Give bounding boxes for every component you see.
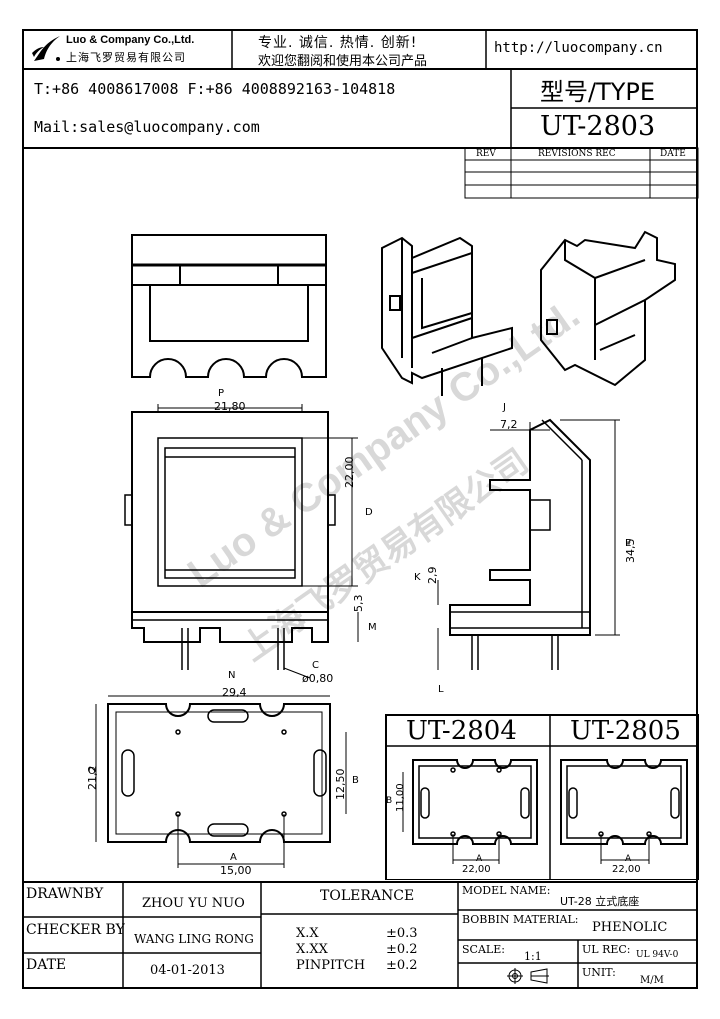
mail[interactable]: Mail:sales@luocompany.com [34,118,260,136]
marker-C: C [312,660,319,671]
bobbin-material-label: BOBBIN MATERIAL: [462,913,579,926]
website-link[interactable]: http://luocompany.cn [494,40,663,56]
tol-pinpitch-value: ±0.2 [386,958,418,973]
phone-fax: T:+86 4008617008 F:+86 4008892163-104818 [34,80,396,98]
company-logo-icon [32,36,60,61]
drawing-sheet [22,29,698,989]
bobbin-material-value: PHENOLIC [592,920,668,935]
marker-P: P [218,388,225,399]
tol-xx-key: X.X [296,926,319,941]
marker-E: E [625,538,632,549]
unit-value: M/M [640,975,664,986]
variant-ut2804-title: UT-2804 [406,716,517,746]
dim-22-00-variant2: 22,00 [612,864,641,875]
rev-header: REV [476,149,496,159]
isometric-view-1 [381,236,513,396]
bottom-view [95,695,347,868]
checker-label: CHECKER BY [26,922,125,938]
variant-ut2805-title: UT-2805 [570,716,681,746]
marker-O: O [88,766,96,777]
revisions-table [464,147,699,199]
checker-value: WANG LING RONG [134,932,254,946]
company-name-cn: 上海飞罗贸易有限公司 [66,51,186,64]
side-view [437,418,620,670]
date-label: DATE [26,957,67,973]
projection-symbol-icon [507,968,549,984]
scale-value: 1:1 [524,950,542,963]
type-label: 型号/TYPE [540,78,656,106]
marker-L: L [438,684,444,695]
model-number: UT-2803 [540,111,656,142]
marker-J: J [503,402,506,413]
marker-N: N [228,670,236,681]
variant-ut2804-drawing [402,759,538,864]
date-value: 04-01-2013 [150,963,225,978]
dim-29-4: 29,4 [222,686,247,699]
top-view [124,404,359,679]
dim-22-00-variant1: 22,00 [462,864,491,875]
tol-xx-value: ±0.3 [386,926,418,941]
tol-xxx-value: ±0.2 [386,942,418,957]
dim-0-80: ø0,80 [302,672,334,685]
scale-label: SCALE: [462,943,505,956]
tolerance-label: TOLERANCE [320,888,415,904]
tol-xxx-key: X.XX [296,942,328,957]
slogan-line-2: 欢迎您翻阅和使用本公司产品 [258,54,428,69]
tol-pinpitch-key: PINPITCH [296,958,366,973]
marker-B: B [352,775,359,786]
marker-A-variant1: A [476,854,483,864]
date-header: DATE [660,149,686,159]
model-name-label: MODEL NAME: [462,884,551,897]
revisions-rec-header: REVISIONS REC [538,149,616,159]
company-name-en: Luo & Company Co.,Ltd. [66,34,195,46]
dim-21-80: 21,80 [214,400,246,413]
marker-A: A [230,852,237,863]
marker-K: K [414,572,421,583]
drawnby-value: ZHOU YU NUO [142,896,245,911]
front-view [131,234,327,378]
variant-ut2805-drawing [560,759,688,864]
marker-M: M [368,622,377,633]
variants-frame [385,714,699,880]
ul-rec-value: UL 94V-0 [636,950,679,960]
marker-B-variant: B [386,796,393,806]
marker-D: D [365,507,373,518]
isometric-view-2 [540,230,676,387]
slogan-line-1: 专业. 诚信. 热情. 创新! [258,35,418,51]
drawnby-label: DRAWNBY [26,886,104,902]
dim-15-00: 15,00 [220,864,252,877]
marker-A-variant2: A [625,854,632,864]
ul-rec-label: UL REC: [582,943,631,956]
unit-label: UNIT: [582,966,616,979]
model-name-value: UT-28 立式底座 [560,895,640,908]
dim-7-2: 7,2 [500,418,518,431]
